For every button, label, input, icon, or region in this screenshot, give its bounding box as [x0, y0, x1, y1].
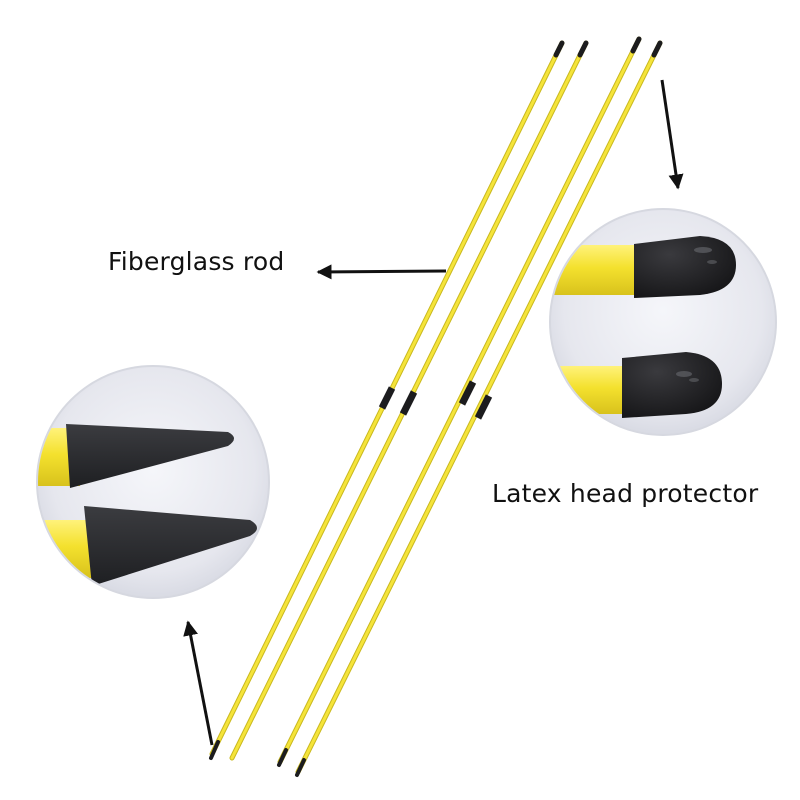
rod-2 [229, 40, 589, 761]
rod-set [209, 36, 663, 777]
fiberglass-rod-label: Fiberglass rod [108, 247, 285, 276]
rod-4 [295, 40, 663, 777]
arrow-icon [660, 79, 684, 190]
arrow-icon [183, 620, 214, 746]
rod-3 [277, 36, 642, 767]
zoom-circle-protector [549, 208, 777, 436]
rod-1 [209, 40, 565, 760]
latex-head-protector-label: Latex head protector [492, 479, 759, 508]
zoom-circle-tips [36, 365, 270, 599]
arrow-icon [316, 264, 447, 280]
